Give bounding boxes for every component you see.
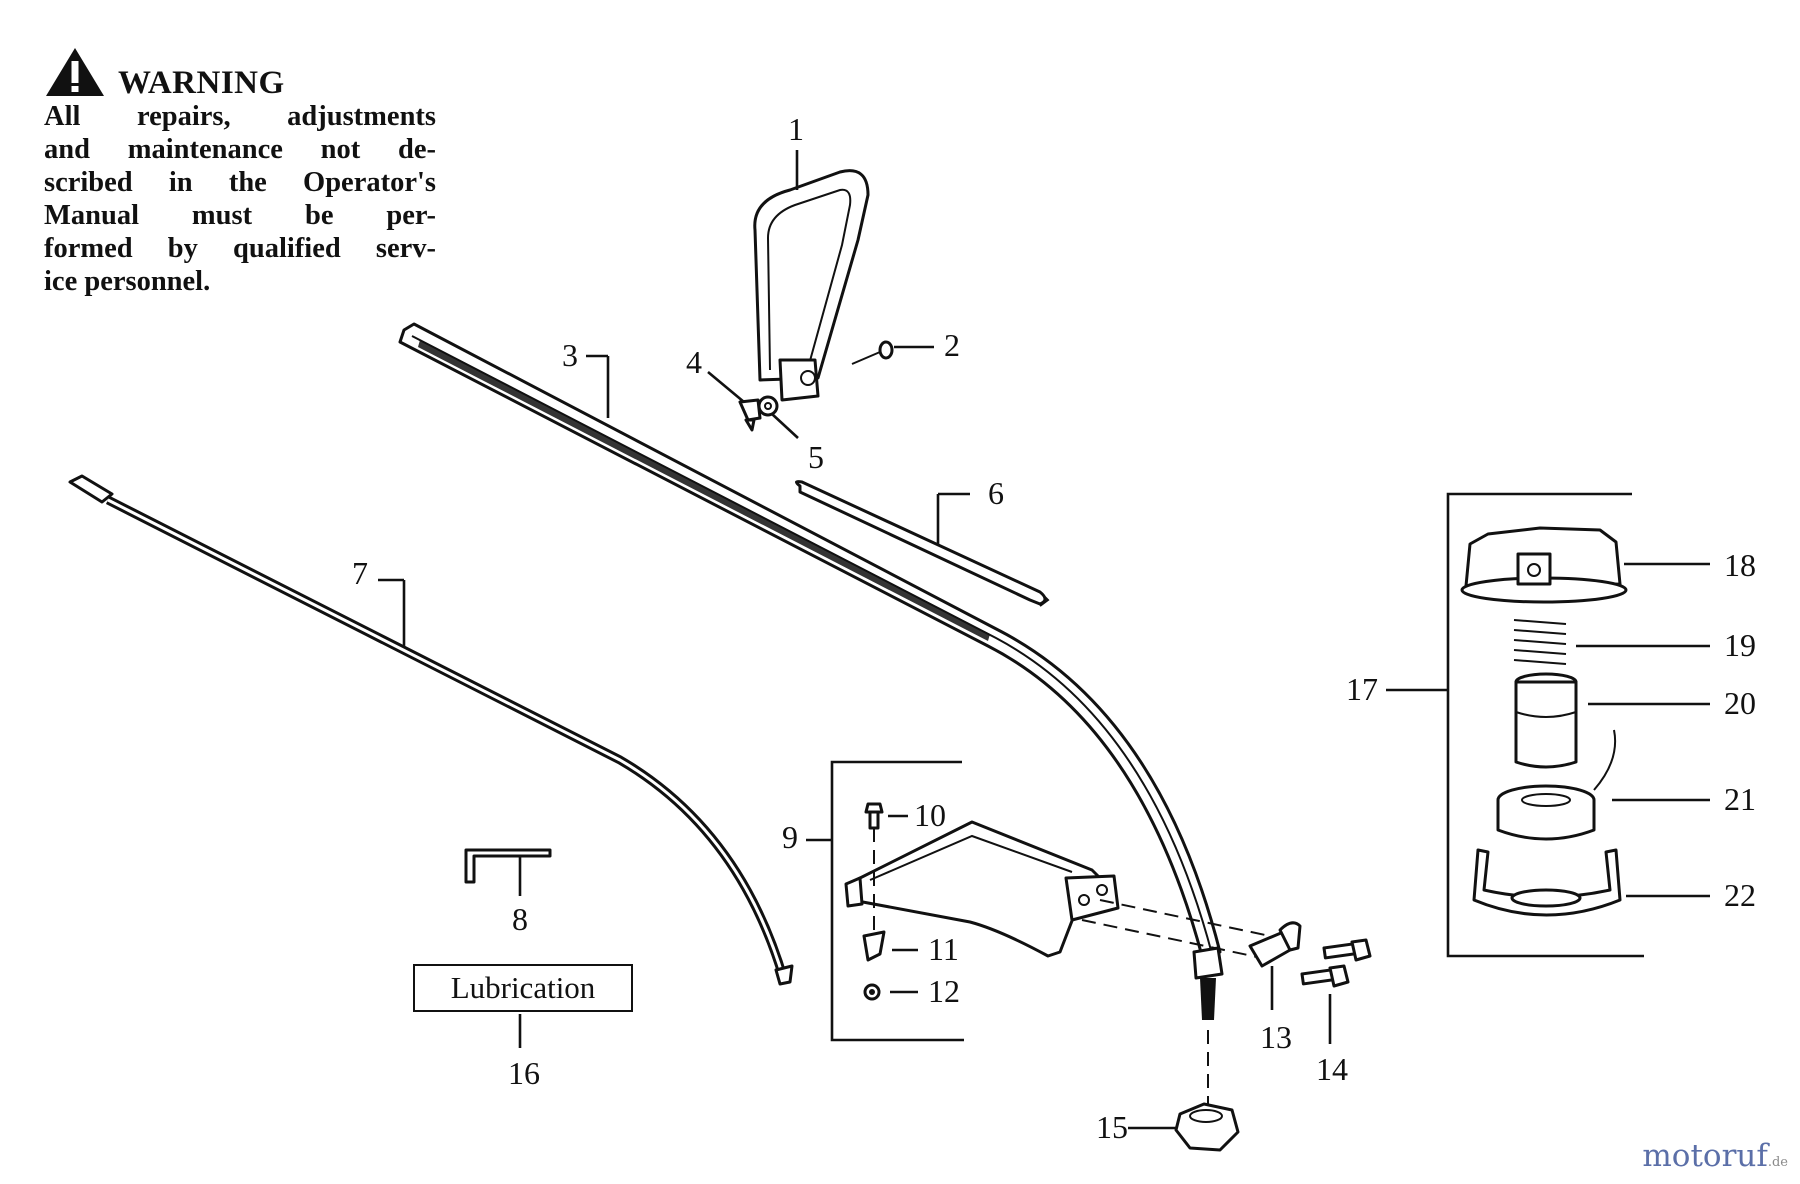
part-clamp xyxy=(1248,921,1302,968)
callout-15: 15 xyxy=(1096,1109,1128,1145)
warning-header: WARNING xyxy=(44,42,436,101)
callout-11: 11 xyxy=(928,931,959,967)
warning-notice: WARNING All repairs, adjustments and mai… xyxy=(44,42,436,298)
part-bolt-upper xyxy=(1322,938,1372,962)
watermark-brand: motoruf xyxy=(1642,1138,1768,1174)
callout-5: 5 xyxy=(808,439,824,475)
part-shaft-end xyxy=(1192,946,1224,1020)
callout-20: 20 xyxy=(1724,685,1756,721)
part-cap xyxy=(1460,526,1628,604)
callout-10: 10 xyxy=(914,797,946,833)
part-flex-shaft xyxy=(68,474,794,986)
callout-18: 18 xyxy=(1724,547,1756,583)
part-spring xyxy=(1513,619,1567,665)
callout-4: 4 xyxy=(686,344,702,380)
part-bolt-lower xyxy=(1300,964,1350,988)
callout-1: 1 xyxy=(788,111,804,147)
part-nut-12 xyxy=(863,983,881,1001)
site-watermark: motoruf.de xyxy=(1642,1138,1788,1174)
callout-7: 7 xyxy=(352,555,368,591)
warning-triangle-icon xyxy=(46,48,104,96)
warning-line: formed by qualified serv- xyxy=(44,233,436,264)
callout-3: 3 xyxy=(562,337,578,373)
warning-line: and maintenance not de- xyxy=(44,134,436,165)
part-reel-insert xyxy=(1514,672,1578,769)
lubrication-label: Lubrication xyxy=(413,964,633,1012)
part-clip xyxy=(862,930,886,962)
part-hex-nut xyxy=(1174,1102,1240,1152)
warning-text: All repairs, adjustments and maintenance… xyxy=(44,100,436,298)
warning-title: WARNING xyxy=(118,65,285,101)
warning-line: ice personnel. xyxy=(44,266,211,297)
warning-line: All repairs, adjustments xyxy=(44,101,436,132)
callout-6: 6 xyxy=(988,475,1004,511)
callout-19: 19 xyxy=(1724,627,1756,663)
part-hex-key xyxy=(464,848,552,884)
part-spool xyxy=(1496,729,1617,841)
warning-line: Manual must be per- xyxy=(44,200,436,231)
callout-16: 16 xyxy=(508,1055,540,1091)
part-washer xyxy=(757,395,779,417)
watermark-tld: .de xyxy=(1767,1155,1788,1170)
callout-12: 12 xyxy=(928,973,960,1009)
warning-line: scribed in the Operator's xyxy=(44,167,436,198)
part-wing-nut xyxy=(738,398,762,432)
callout-13: 13 xyxy=(1260,1019,1292,1055)
callout-21: 21 xyxy=(1724,781,1756,817)
part-shaft-housing xyxy=(398,322,1222,958)
part-screw-10 xyxy=(864,802,884,830)
callout-22: 22 xyxy=(1724,877,1756,913)
part-screw-2 xyxy=(851,340,894,365)
callout-8: 8 xyxy=(512,901,528,937)
callout-2: 2 xyxy=(944,327,960,363)
part-handle xyxy=(753,169,870,402)
callout-9: 9 xyxy=(782,819,798,855)
part-liner xyxy=(795,480,1050,607)
callout-14: 14 xyxy=(1316,1051,1348,1087)
part-housing xyxy=(1472,848,1622,917)
part-grass-deflector xyxy=(844,820,1120,958)
callout-17: 17 xyxy=(1346,671,1378,707)
